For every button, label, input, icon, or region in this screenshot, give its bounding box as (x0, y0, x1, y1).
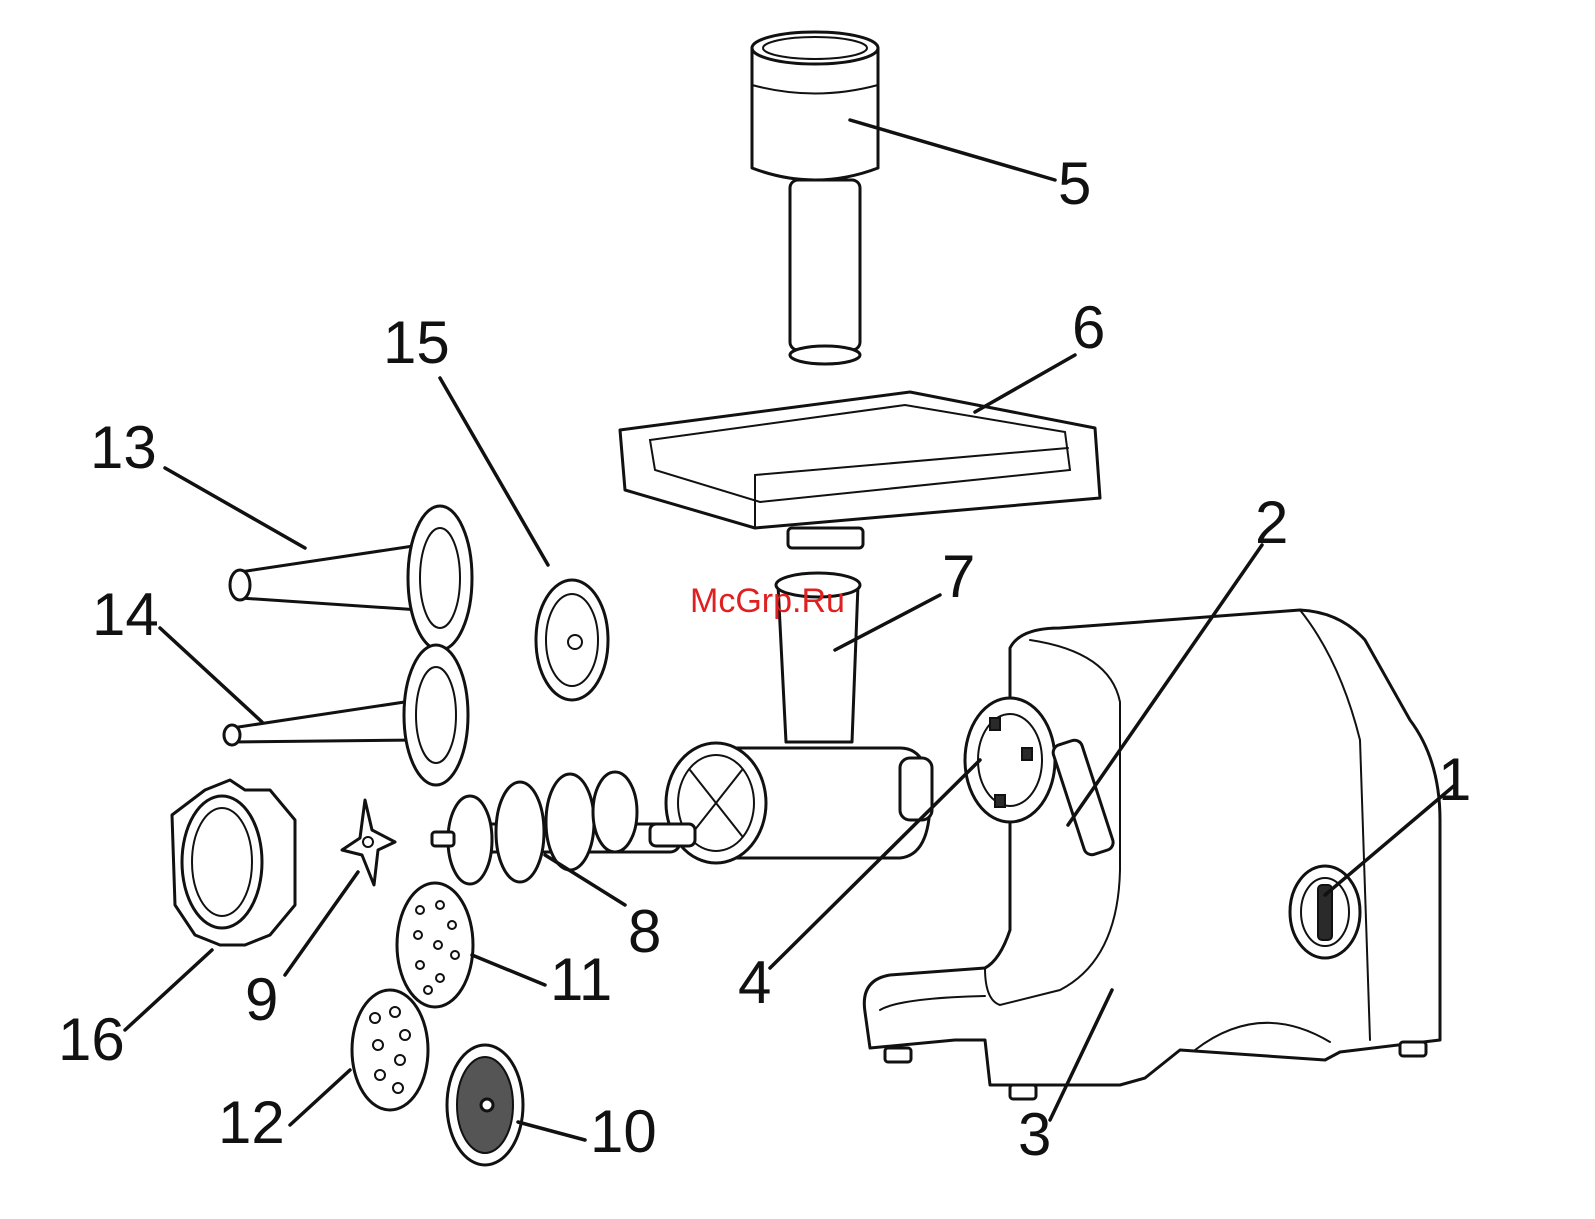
label-11: 11 (550, 946, 612, 1013)
part-plate-fine (447, 1045, 523, 1165)
watermark-text: McGrp.Ru (690, 582, 845, 620)
label-7: 7 (942, 543, 975, 610)
label-10: 10 (590, 1098, 657, 1165)
label-1: 1 (1438, 746, 1471, 813)
label-6: 6 (1072, 294, 1105, 361)
part-pusher (752, 32, 878, 364)
label-5: 5 (1058, 150, 1091, 217)
part-sausage-nozzle-small (224, 645, 468, 785)
label-16: 16 (58, 1006, 125, 1073)
label-4: 4 (738, 949, 771, 1016)
part-motor-body (864, 610, 1440, 1099)
label-9: 9 (245, 966, 278, 1033)
label-8: 8 (628, 898, 661, 965)
label-13: 13 (90, 414, 157, 481)
part-plate-coarse (397, 883, 473, 1007)
label-12: 12 (218, 1089, 285, 1156)
part-switch (1290, 866, 1360, 958)
label-2: 2 (1255, 489, 1288, 556)
label-3: 3 (1018, 1101, 1051, 1168)
label-14: 14 (92, 581, 159, 648)
part-plate-medium (352, 990, 428, 1110)
part-tray (620, 392, 1100, 548)
part-separator-disc (536, 580, 608, 700)
part-ring-nut (172, 780, 295, 945)
label-15: 15 (383, 309, 450, 376)
part-cross-blade (342, 800, 395, 885)
